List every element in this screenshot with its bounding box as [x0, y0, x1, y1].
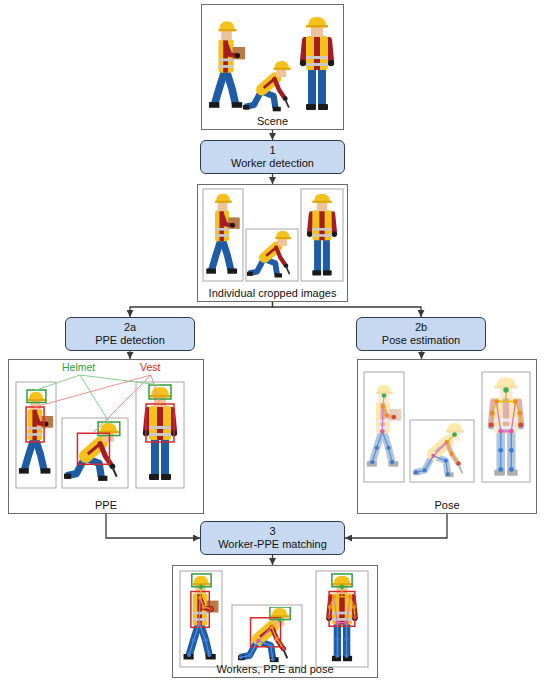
worker-figure — [247, 231, 291, 278]
image-panel: Workers, PPE and pose — [172, 565, 378, 678]
crop-frame — [232, 605, 302, 667]
worker-figure — [243, 61, 291, 111]
faded-worker — [413, 423, 464, 477]
vest-leader — [93, 375, 151, 433]
node-text: Workers, PPE and pose — [216, 663, 333, 676]
worker-figure — [143, 387, 177, 480]
node-text: Pose estimation — [382, 334, 460, 347]
node-text: Individual cropped images — [209, 287, 337, 300]
image-panel: PPE — [8, 359, 204, 514]
pose-overlay — [187, 584, 213, 657]
faded-worker — [367, 385, 401, 467]
crop-frame — [16, 382, 56, 488]
crop-frame — [246, 229, 298, 281]
worker-figure — [307, 194, 337, 276]
flow-arrow — [272, 130, 273, 140]
worker-figure — [326, 576, 358, 662]
node-text: Worker detection — [231, 157, 314, 170]
flow-arrow — [345, 514, 447, 538]
crop-frame — [316, 571, 368, 667]
ppe-boxes — [77, 422, 119, 464]
crop-frame — [136, 382, 184, 488]
vest-leader — [35, 375, 151, 407]
crop-frame — [482, 372, 530, 482]
image-panel: Pose — [357, 359, 537, 514]
faded-worker — [488, 377, 524, 476]
helmet-leader — [36, 375, 80, 390]
ppe-boxes — [146, 385, 174, 442]
worker-figure — [64, 423, 119, 481]
process-box: 3Worker-PPE matching — [200, 521, 345, 555]
flow-arrow — [272, 555, 273, 565]
worker-figure — [206, 194, 239, 274]
image-panel: Scene — [201, 4, 344, 130]
crop-frame — [62, 418, 128, 488]
worker-figure — [209, 21, 245, 107]
node-text: 2b — [415, 321, 427, 334]
crop-frame — [301, 189, 343, 281]
node-text: 1 — [269, 144, 275, 157]
pose-overlay — [414, 432, 461, 476]
image-panel: Individual cropped images — [197, 184, 348, 302]
pose-overlay — [489, 387, 524, 472]
crop-frame — [180, 571, 222, 667]
pose-overlay — [327, 584, 357, 658]
annotation-label: Helmet — [62, 361, 95, 373]
pose-overlay — [239, 617, 286, 661]
flow-arrow — [421, 351, 422, 359]
label-leaders — [35, 375, 160, 433]
worker-figure — [184, 576, 219, 660]
worker-figure — [19, 392, 53, 474]
node-text: Pose — [434, 499, 459, 512]
crop-frame — [203, 189, 243, 281]
helmet-leader — [80, 375, 109, 422]
ppe-boxes — [26, 390, 46, 442]
worker-figure — [238, 608, 289, 662]
process-box: 2aPPE detection — [65, 317, 195, 351]
flow-arrow — [272, 174, 273, 184]
worker-figure — [300, 17, 334, 110]
node-text: PPE detection — [95, 334, 165, 347]
flow-arrow — [130, 302, 273, 317]
node-text: Scene — [257, 115, 288, 128]
node-text: 3 — [269, 525, 275, 538]
annotation-label: Vest — [140, 361, 160, 373]
process-box: 1Worker detection — [200, 140, 345, 174]
node-text: Worker-PPE matching — [218, 538, 327, 551]
crop-frame — [364, 372, 404, 482]
flow-arrow — [106, 514, 200, 538]
process-box: 2bPose estimation — [356, 317, 486, 351]
node-text: PPE — [95, 499, 117, 512]
node-text: 2a — [124, 321, 136, 334]
flow-arrow — [129, 351, 130, 359]
crop-frame — [410, 420, 474, 482]
vest-leader — [151, 375, 160, 404]
flow-arrow — [273, 302, 422, 317]
pose-overlay — [370, 393, 396, 464]
